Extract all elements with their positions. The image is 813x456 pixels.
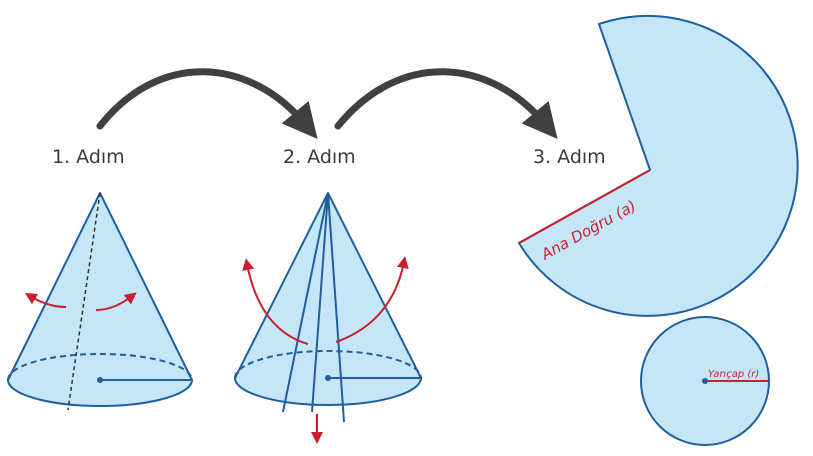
base-center-dot	[702, 378, 708, 384]
transition-arrow-1-to-2	[96, 68, 318, 140]
step-2-label: 2. Adım	[283, 146, 356, 168]
base-radius-label: Yarıçap (r)	[708, 369, 759, 380]
cone-2-cut-line-middle	[311, 192, 329, 413]
cone-2-body	[234, 192, 422, 406]
cone-net-step-3: Ana Doğru (a) Yarıçap (r)	[518, 14, 799, 446]
step-3-label: 3. Adım	[533, 146, 606, 168]
cone-1-center-dot	[97, 377, 103, 383]
cone-step-1	[7, 192, 193, 411]
cone-2-center-dot	[325, 375, 331, 381]
cone-2-cut-line-right	[327, 192, 345, 423]
rotate-arrow-left	[24, 292, 67, 308]
cone-1-base-back	[7, 353, 193, 381]
rotate-arrow-right	[95, 292, 137, 311]
transition-arrow-2-to-3	[334, 68, 558, 140]
step-1-label: 1. Adım	[52, 146, 125, 168]
cone-1-body	[7, 192, 193, 407]
cone-step-2	[234, 192, 422, 444]
cone-1-height	[67, 192, 101, 411]
open-arrow-right	[335, 256, 409, 343]
slant-height-line	[518, 169, 651, 244]
cone-2-cut-line-left	[282, 192, 329, 413]
lateral-sector	[518, 14, 799, 317]
open-arrow-left	[242, 258, 309, 345]
cone-2-base-back	[234, 350, 422, 379]
